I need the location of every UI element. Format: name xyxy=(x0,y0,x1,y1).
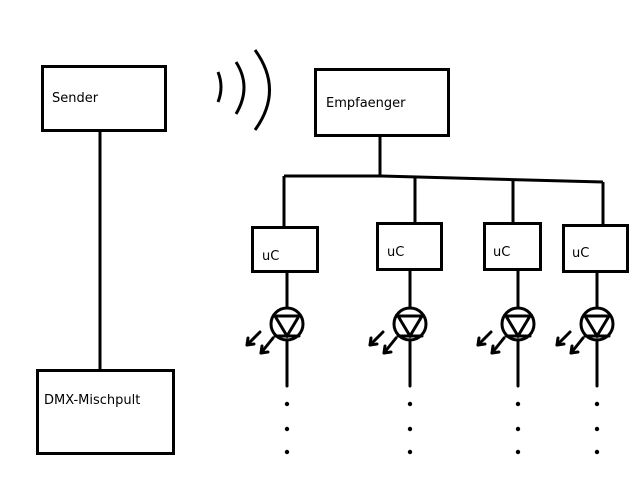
led-branch-2 xyxy=(368,269,428,388)
uc-label-4: uC xyxy=(572,246,590,261)
wireless-signal-icon xyxy=(216,49,271,131)
light-emission-arrows-icon xyxy=(368,330,398,355)
led-icon xyxy=(392,306,428,342)
led-branch-1 xyxy=(245,271,305,388)
continuation-dots-icon xyxy=(594,401,600,455)
uc-box-1 xyxy=(251,226,319,273)
uc-box-3 xyxy=(483,222,542,271)
sender-box xyxy=(41,65,167,132)
continuation-dots-icon xyxy=(515,401,521,455)
receiver-label: Empfaenger xyxy=(326,96,406,111)
led-icon xyxy=(269,306,305,342)
uc-label-2: uC xyxy=(387,245,405,260)
uc-label-3: uC xyxy=(493,245,511,260)
led-icon xyxy=(500,306,536,342)
light-emission-arrows-icon xyxy=(245,330,275,355)
uc-box-2 xyxy=(376,222,443,271)
light-emission-arrows-icon xyxy=(555,330,585,355)
dmx-mixer-box xyxy=(36,369,175,455)
dmx-mixer-label: DMX-Mischpult xyxy=(44,393,141,408)
receiver-bus xyxy=(282,136,605,226)
continuation-dots-icon xyxy=(407,401,413,455)
uc-box-4 xyxy=(562,224,629,273)
led-branch-3 xyxy=(476,269,536,388)
continuation-dots-icon xyxy=(284,401,290,455)
led-branch-4 xyxy=(555,271,615,388)
sender-label: Sender xyxy=(52,91,99,106)
led-icon xyxy=(579,306,615,342)
receiver-box xyxy=(314,68,450,137)
uc-label-1: uC xyxy=(262,249,280,264)
light-emission-arrows-icon xyxy=(476,330,506,355)
